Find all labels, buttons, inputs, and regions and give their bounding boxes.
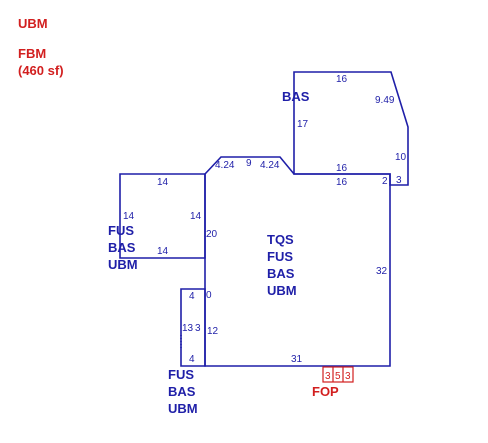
- area-main-label-1: TQS: [267, 232, 294, 247]
- dim-main-left: 20: [206, 229, 218, 240]
- dim-strip-right: 12: [207, 326, 219, 337]
- dim-porch-3: 3: [345, 371, 351, 382]
- fbm-header-label: FBM: [18, 46, 47, 61]
- dim-bay-right: 4.24: [260, 160, 280, 171]
- dim-strip-top: 4: [189, 291, 195, 302]
- area-main-label-4: UBM: [267, 283, 297, 298]
- dim-strip-mid: 3: [195, 323, 201, 334]
- ubm-header-label: UBM: [18, 16, 48, 31]
- dim-strip-bottom: 4: [189, 354, 195, 365]
- area-bottom-label-2: BAS: [168, 384, 196, 399]
- area-top-label: BAS: [282, 89, 310, 104]
- dim-notch-2: 3: [396, 175, 402, 186]
- dim-porch-1: 3: [325, 371, 331, 382]
- area-porch-label: FOP: [312, 384, 339, 399]
- dim-main-bottom: 31: [291, 354, 303, 365]
- area-left-label-3: UBM: [108, 257, 138, 272]
- porch-outline: [322, 366, 354, 383]
- main-room-outline: [204, 156, 391, 367]
- fbm-area-label: (460 sf): [18, 63, 64, 78]
- dim-main-right: 32: [376, 266, 388, 277]
- dim-bay-left: 4.24: [215, 160, 235, 171]
- dim-strip-left: 13: [182, 323, 194, 334]
- dim-top-diag: 9.49: [375, 95, 395, 106]
- dim-left-left: 14: [123, 211, 135, 222]
- dim-left-bottom: 14: [157, 246, 169, 257]
- area-left-label-2: BAS: [108, 240, 136, 255]
- dim-zero: 0: [206, 290, 212, 301]
- bottom-strip-outline: [180, 288, 206, 367]
- dim-top-right: 10: [395, 152, 407, 163]
- dim-top-top: 16: [336, 74, 348, 85]
- left-room-outline: [119, 173, 206, 259]
- area-left-label-1: FUS: [108, 223, 134, 238]
- area-main-label-3: BAS: [267, 266, 295, 281]
- dim-notch-1: 2: [382, 176, 388, 187]
- dim-bay-mid: 9: [246, 158, 252, 169]
- dim-main-top-right: 16: [336, 177, 348, 188]
- area-main-label-2: FUS: [267, 249, 293, 264]
- dim-top-left: 17: [297, 119, 309, 130]
- area-bottom-label-3: UBM: [168, 401, 198, 416]
- dim-left-right: 14: [190, 211, 202, 222]
- area-bottom-label-1: FUS: [168, 367, 194, 382]
- top-room-outline: [293, 71, 409, 186]
- dim-top-bottom: 16: [336, 163, 348, 174]
- dim-left-top: 14: [157, 177, 169, 188]
- dim-porch-2: 5: [335, 371, 341, 382]
